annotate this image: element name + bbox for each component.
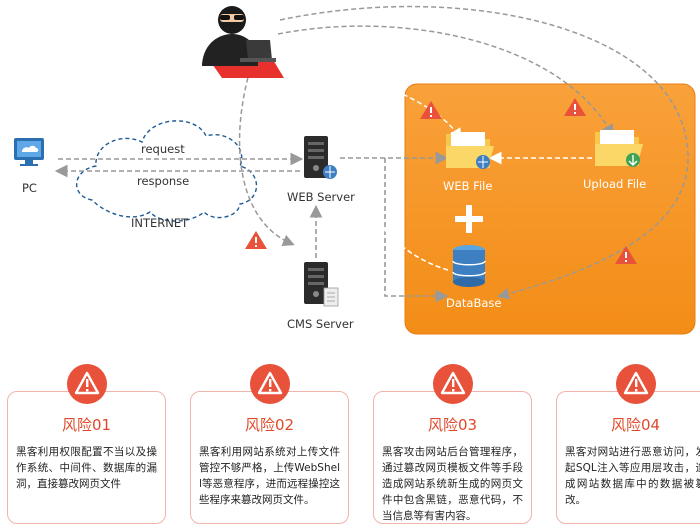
risk-title: 风险01 bbox=[61, 416, 112, 434]
warning-icon bbox=[67, 364, 107, 404]
risk-card-01: 风险01 黑客利用权限配置不当以及操作系统、中间件、数据库的漏洞，直接篡改网页文… bbox=[7, 391, 166, 524]
hacker-icon bbox=[202, 6, 284, 78]
warning-icon bbox=[616, 364, 656, 404]
risk-title: 风险04 bbox=[610, 416, 661, 434]
warning-icon bbox=[250, 364, 290, 404]
pc-label: PC bbox=[22, 181, 37, 195]
warning-icon-webfile-path bbox=[420, 101, 442, 119]
risk-description: 黑客利用权限配置不当以及操作系统、中间件、数据库的漏洞，直接篡改网页文件 bbox=[16, 446, 157, 490]
web-file-label: WEB File bbox=[443, 179, 493, 193]
warning-icon-cms-path bbox=[245, 231, 267, 249]
web-server-icon bbox=[304, 136, 337, 179]
warning-icon-upload-path bbox=[564, 98, 586, 116]
database-label: DataBase bbox=[446, 296, 502, 310]
pc-icon bbox=[14, 138, 44, 166]
attack-path-webfile bbox=[274, 47, 462, 141]
response-label: response bbox=[137, 174, 190, 188]
upload-file-folder-icon bbox=[595, 130, 643, 167]
attack-path-cms bbox=[238, 69, 295, 246]
cms-server-label: CMS Server bbox=[287, 317, 354, 331]
request-label: request bbox=[141, 142, 185, 156]
attack-path-upload bbox=[277, 25, 614, 137]
database-to-webserver-curve bbox=[346, 175, 449, 271]
risk-title: 风险03 bbox=[427, 416, 478, 434]
internet-label: INTERNET bbox=[131, 216, 189, 230]
web-file-folder-icon bbox=[446, 132, 494, 169]
risk-description: 黑客对网站进行恶意访问，发起SQL注入等应用层攻击，造成网站数据库中的数据被篡改… bbox=[565, 446, 700, 506]
web-server-label: WEB Server bbox=[287, 190, 355, 204]
risk-description: 黑客利用网站系统对上传文件管控不够严格，上传WebShell等恶意程序，进而远程… bbox=[199, 446, 340, 506]
warning-icon-database-path bbox=[615, 246, 637, 264]
plus-icon bbox=[455, 205, 483, 233]
warning-icon bbox=[433, 364, 473, 404]
attack-path-database bbox=[279, 5, 689, 300]
cms-server-icon bbox=[304, 262, 339, 307]
webserver-to-database-arrow bbox=[384, 158, 449, 303]
risk-card-03: 风险03 黑客攻击网站后台管理程序，通过篡改网页模板文件等手段造成网站系统新生成… bbox=[373, 391, 532, 524]
upload-file-label: Upload File bbox=[583, 177, 647, 191]
risk-card-04: 风险04 黑客对网站进行恶意访问，发起SQL注入等应用层攻击，造成网站数据库中的… bbox=[556, 391, 700, 524]
risk-card-02: 风险02 黑客利用网站系统对上传文件管控不够严格，上传WebShell等恶意程序… bbox=[190, 391, 349, 524]
risk-title: 风险02 bbox=[244, 416, 295, 434]
internet-cloud bbox=[76, 120, 257, 222]
database-icon bbox=[452, 245, 486, 287]
risk-description: 黑客攻击网站后台管理程序，通过篡改网页模板文件等手段造成网站系统新生成的网页文件… bbox=[382, 446, 523, 522]
